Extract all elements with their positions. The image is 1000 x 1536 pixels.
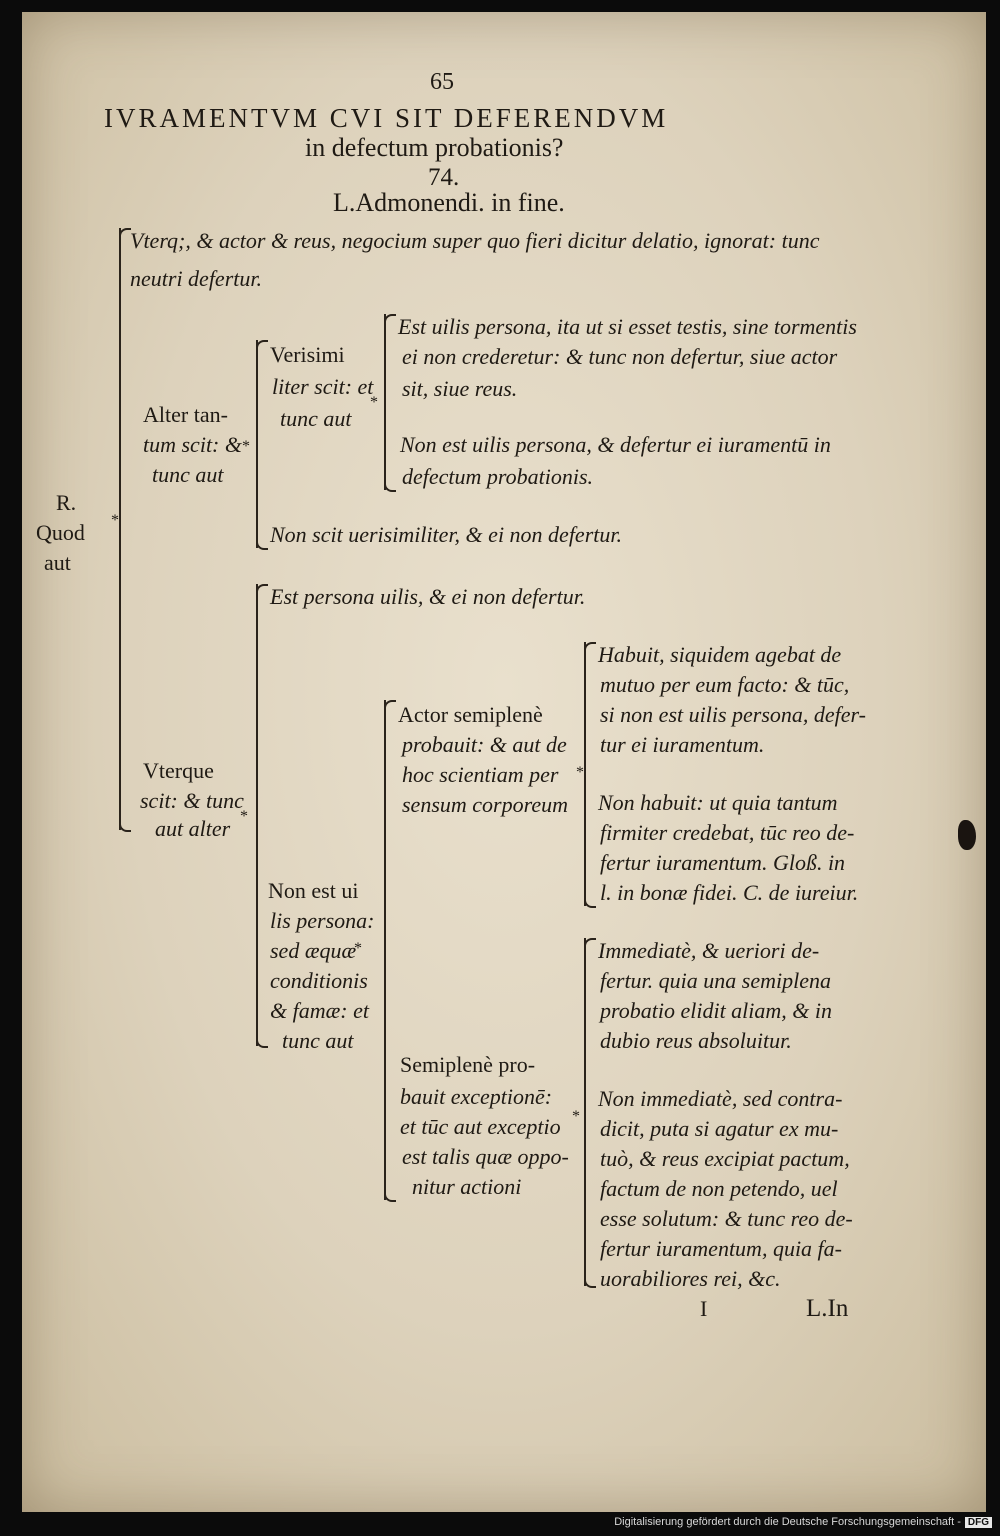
root-label: Quod <box>36 520 85 545</box>
bracket-mark: * <box>576 764 584 781</box>
text-line: fertur. quia una semiplena <box>600 968 831 993</box>
branch-label: tum scit: & <box>143 432 242 457</box>
bracket-line <box>384 314 386 490</box>
section-number: 74. <box>428 164 460 191</box>
page-subtitle: in defectum probationis? <box>305 133 564 162</box>
branch-label: Actor semiplenè <box>398 702 543 727</box>
bracket-mark: * <box>370 394 378 411</box>
branch-label: lis persona: <box>270 908 375 933</box>
text-line: fertur iuramentum. Gloß. in <box>600 850 846 875</box>
legal-reference: L.Admonendi. in fine. <box>333 188 565 217</box>
bracket-mark: * <box>354 940 362 957</box>
branch-label: et tūc aut exceptio <box>400 1114 561 1139</box>
text-line: l. in bonæ fidei. C. de iureiur. <box>600 880 859 905</box>
catchword: L.In <box>806 1295 849 1322</box>
ink-stain <box>958 820 976 850</box>
text-line: fertur iuramentum, quia fa- <box>600 1236 842 1261</box>
bracket-line <box>584 642 586 906</box>
text-line: Vterq;, & actor & reus, negocium super q… <box>130 228 820 253</box>
bracket-cap <box>256 536 268 550</box>
branch-label: tunc aut <box>282 1028 354 1053</box>
text-line: si non est uilis persona, defer- <box>600 702 866 727</box>
branch-label: sed æquæ <box>270 938 357 963</box>
signature-mark: I <box>700 1296 708 1321</box>
bracket-mark: * <box>240 808 248 825</box>
bracket-mark: * <box>111 512 119 529</box>
text-line: firmiter credebat, tūc reo de- <box>600 820 855 845</box>
bracket-cap <box>584 1274 596 1288</box>
branch-label: tunc aut <box>280 406 352 431</box>
bracket-cap <box>384 1188 396 1202</box>
branch-label: hoc scientiam per <box>402 762 559 787</box>
text-line: defectum probationis. <box>402 464 594 489</box>
text-line: Est uilis persona, ita ut si esset testi… <box>398 314 857 339</box>
text-line: dicit, puta si agatur ex mu- <box>600 1116 839 1141</box>
bracket-cap <box>384 478 396 492</box>
text-line: tur ei iuramentum. <box>600 732 765 757</box>
branch-label: Verisimi <box>270 342 345 367</box>
text-line: mutuo per eum facto: & tūc, <box>600 672 850 697</box>
branch-label: conditionis <box>270 968 368 993</box>
branch-label: est talis quæ oppo- <box>402 1144 569 1169</box>
branch-label: sensum corporeum <box>402 792 568 817</box>
branch-label: nitur actioni <box>412 1174 522 1199</box>
branch-label: liter scit: et <box>272 374 374 399</box>
root-label: R. <box>56 490 77 515</box>
branch-label: tunc aut <box>152 462 224 487</box>
digitization-credit: Digitalisierung gefördert durch die Deut… <box>614 1516 992 1528</box>
text-line: ei non crederetur: & tunc non defertur, … <box>402 344 838 369</box>
page-folio-number: 65 <box>430 69 454 95</box>
text-line: Non immediatè, sed contra- <box>598 1086 843 1111</box>
text-line: Est persona uilis, & ei non defertur. <box>270 584 586 609</box>
branch-label: Vterque <box>143 758 214 783</box>
text-line: tuò, & reus excipiat pactum, <box>600 1146 850 1171</box>
text-line: factum de non petendo, uel <box>600 1176 838 1201</box>
text-line: Habuit, siquidem agebat de <box>598 642 842 667</box>
bracket-line <box>584 938 586 1286</box>
credit-text: Digitalisierung gefördert durch die Deut… <box>614 1516 961 1528</box>
text-line: Immediatè, & ueriori de- <box>598 938 820 963</box>
text-line: Non est uilis persona, & defertur ei iur… <box>400 432 831 457</box>
bracket-mark: * <box>572 1108 580 1125</box>
bracket-mark: * <box>242 438 250 455</box>
text-line: esse solutum: & tunc reo de- <box>600 1206 853 1231</box>
text-line: probatio elidit aliam, & in <box>600 998 833 1023</box>
bracket-line <box>384 700 386 1200</box>
bracket-line <box>256 340 258 548</box>
bracket-cap <box>119 818 131 832</box>
bracket-cap <box>256 1034 268 1048</box>
bracket-cap <box>584 894 596 908</box>
branch-label: Non est ui <box>268 878 359 903</box>
branch-label: bauit exceptionē: <box>400 1084 553 1109</box>
branch-label: & famæ: et <box>270 998 369 1023</box>
dfg-logo: DFG <box>964 1517 992 1528</box>
branch-label: probauit: & aut de <box>402 732 567 757</box>
text-line: sit, siue reus. <box>402 376 518 401</box>
branch-label: Alter tan- <box>143 402 228 427</box>
text-line: neutri defertur. <box>130 266 262 291</box>
branch-label: aut alter <box>155 816 231 841</box>
root-label: aut <box>44 550 71 575</box>
text-line: Non habuit: ut quia tantum <box>598 790 838 815</box>
scanned-page <box>22 12 986 1512</box>
branch-label: Semiplenè pro- <box>400 1052 536 1077</box>
main-bracket-line <box>119 228 121 830</box>
page-title: IVRAMENTVM CVI SIT DEFERENDVM <box>104 103 669 133</box>
text-line: Non scit uerisimiliter, & ei non defertu… <box>270 522 622 547</box>
branch-label: scit: & tunc <box>140 788 244 813</box>
bracket-line <box>256 584 258 1046</box>
text-line: dubio reus absoluitur. <box>600 1028 792 1053</box>
text-line: uorabiliores rei, &c. <box>600 1266 781 1291</box>
